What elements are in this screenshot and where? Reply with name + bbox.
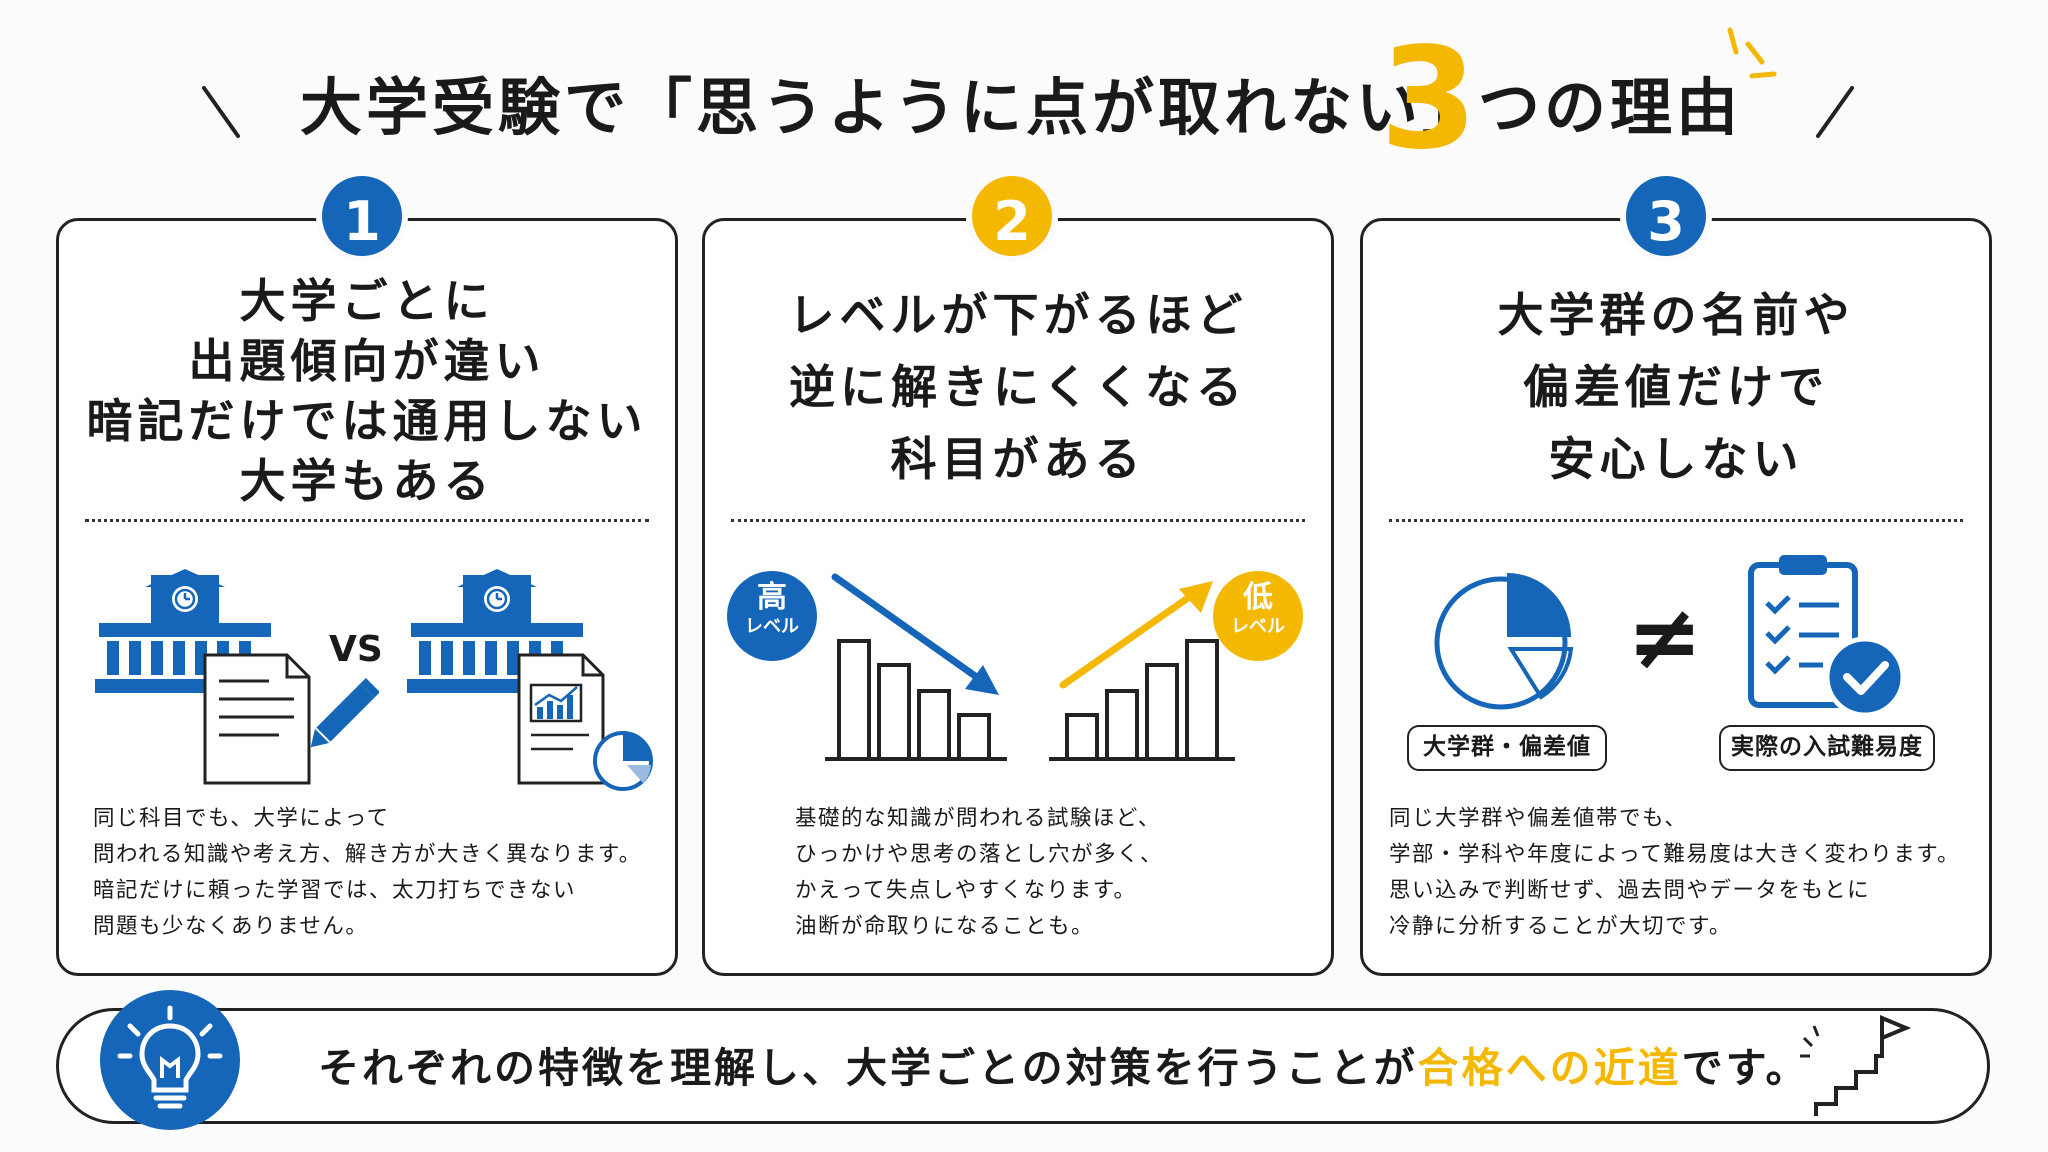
up-trend-arrow-icon [1049, 581, 1235, 761]
card-1-title-line: 暗記だけでは通用しない [86, 394, 648, 448]
stairs-flag-icon [1800, 1015, 1912, 1116]
body-line: 油断が命取りになることも。 [795, 914, 1095, 939]
body-line: 問われる知識や考え方、解き方が大きく異なります。 [93, 842, 642, 867]
left-slash-decoration [202, 86, 240, 138]
body-line: 冷静に分析することが大切です。 [1389, 914, 1732, 939]
reason-card-1: 大学ごとに 出題傾向が違い 暗記だけでは通用しない 大学もある [56, 218, 678, 976]
card-1-title-line: 大学ごとに [239, 274, 495, 328]
body-line: 暗記だけに頼った学習では、太刀打ちできない [93, 878, 577, 903]
right-slash-decoration [1816, 86, 1854, 138]
pie-chart-icon [1434, 573, 1574, 710]
lightbulb-icon [117, 1005, 223, 1109]
document-chart-icon [517, 653, 653, 791]
conclusion-text-part: それぞれの特徴を理解し、大学ごとの対策を行うことが [318, 1044, 1418, 1092]
low-level-badge: 低 レベル [1213, 571, 1303, 661]
card-3-title: 大学群の名前や 偏差値だけで 安心しない [1363, 279, 1989, 495]
not-equal-sign: ≠ [1627, 585, 1703, 690]
reason-badge-1: 1 [316, 170, 408, 262]
vs-label: VS [329, 629, 383, 670]
card-2-body: 基礎的な知識が問われる試験ほど、 ひっかけや思考の落とし穴が多く、 かえって失点… [795, 801, 1365, 945]
body-line: 基礎的な知識が問われる試験ほど、 [795, 806, 1161, 831]
high-level-label: 高 [757, 580, 787, 615]
conclusion-highlight: 合格への近道 [1417, 1044, 1682, 1092]
card-1-body: 同じ科目でも、大学によって 問われる知識や考え方、解き方が大きく異なります。 暗… [93, 801, 663, 945]
high-level-sublabel: レベル [745, 616, 799, 637]
clipboard-check-icon [1748, 555, 1906, 718]
divider [85, 519, 649, 522]
body-line: 問題も少なくありません。 [93, 914, 369, 939]
body-line: ひっかけや思考の落とし穴が多く、 [795, 842, 1164, 867]
card-1-title-line: 大学もある [239, 454, 495, 508]
body-line: 同じ科目でも、大学によって [93, 806, 390, 831]
card-1-title-line: 出題傾向が違い [188, 334, 546, 388]
down-trend-arrow-icon [825, 573, 1007, 761]
reason-badge-2: 2 [966, 170, 1058, 262]
card-1-title: 大学ごとに 出題傾向が違い 暗記だけでは通用しない 大学もある [59, 271, 675, 511]
body-line: 思い込みで判断せず、過去問やデータをもとに [1389, 878, 1871, 903]
card-2-title-line: レベルが下がるほど [788, 288, 1248, 342]
university-group-label: 大学群・偏差値 [1407, 725, 1607, 771]
conclusion-text-part: です。 [1681, 1044, 1810, 1092]
body-line: 学部・学科や年度によって難易度は大きく変わります。 [1389, 842, 1961, 867]
page-title: 大学受験で「思うように点が取れない」 [300, 71, 1489, 144]
card-2-title-line: 科目がある [890, 432, 1146, 486]
reason-card-2: レベルが下がるほど 逆に解きにくくなる 科目がある 高 レベル 低 レベル 基礎… [702, 218, 1334, 976]
card-2-title-line: 逆に解きにくくなる [788, 360, 1248, 414]
sparkle-icon [1727, 27, 1777, 79]
title-number: 3 [1380, 18, 1478, 181]
card-3-title-line: 偏差値だけで [1523, 360, 1829, 414]
divider [731, 519, 1305, 522]
card-3-title-line: 安心しない [1548, 432, 1804, 486]
document-pen-icon [203, 653, 379, 785]
divider [1389, 519, 1963, 522]
actual-difficulty-label: 実際の入試難易度 [1719, 725, 1935, 771]
body-line: 同じ大学群や偏差値帯でも、 [1389, 806, 1688, 831]
conclusion-text: それぞれの特徴を理解し、大学ごとの対策を行うことが合格への近道です。 [318, 1040, 1810, 1096]
reason-badge-3: 3 [1620, 170, 1712, 262]
low-level-label: 低 [1243, 580, 1273, 615]
conclusion-banner [56, 1008, 1990, 1124]
card-3-title-line: 大学群の名前や [1497, 288, 1855, 342]
high-level-badge: 高 レベル [727, 571, 817, 661]
low-level-sublabel: レベル [1231, 616, 1285, 637]
card-2-title: レベルが下がるほど 逆に解きにくくなる 科目がある [705, 279, 1331, 495]
body-line: かえって失点しやすくなります。 [795, 878, 1137, 903]
card-3-body: 同じ大学群や偏差値帯でも、 学部・学科や年度によって難易度は大きく変わります。 … [1389, 801, 1959, 945]
lightbulb-badge [100, 990, 240, 1130]
reason-card-3: 大学群の名前や 偏差値だけで 安心しない ≠ 大学群・偏差値 実際の入試難易度 … [1360, 218, 1992, 976]
page-title-suffix: つの理由 [1478, 71, 1743, 144]
